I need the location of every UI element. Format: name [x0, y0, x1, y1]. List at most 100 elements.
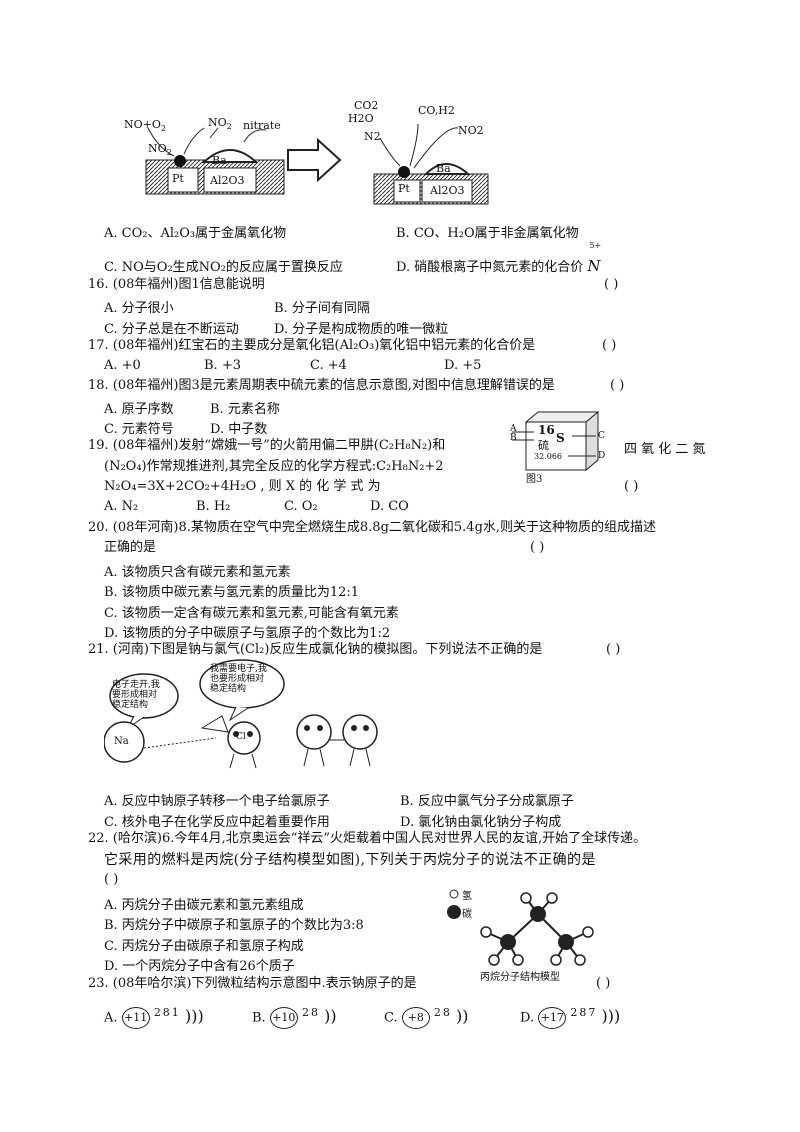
q23-stem: 23. (08年哈尔滨)下列微粒结构示意图中.表示钠原子的是 [88, 976, 417, 991]
q20-line-1: 20. (08年河南)8.某物质在空气中完全燃烧生成8.8g二氧化碳和5.4g水… [88, 520, 657, 535]
propane-model [447, 889, 594, 966]
q20-answer-bracket[interactable]: ( ) [530, 540, 545, 555]
q21-bubble-chlorine: 我需要电子,我也要形成相对稳定结构 [210, 664, 267, 694]
fig3-label-b: B [510, 433, 517, 443]
catalyst-figure [145, 123, 489, 205]
q16-option-a: A. 分子很小 [104, 301, 174, 316]
fig3-label-c: C [598, 431, 605, 441]
fig3-element-name: 硫 [538, 439, 549, 452]
fig15-pt: Pt [172, 172, 184, 185]
fig15-pt-right: Pt [398, 182, 410, 195]
q22-option-c: C. 丙烷分子由碳原子和氢原子构成 [104, 939, 304, 954]
q15-option-a: A. CO₂、Al₂O₃属于金属氧化物 [104, 226, 287, 241]
sodium-chlorine-cartoon [104, 659, 378, 769]
q17-option-a: A. +0 [104, 358, 141, 373]
q21-option-c: C. 核外电子在化学反应中起着重要作用 [104, 815, 330, 830]
q21-option-d: D. 氯化钠由氯化钠分子构成 [400, 815, 562, 830]
q22-option-a: A. 丙烷分子由碳元素和氢元素组成 [104, 898, 304, 913]
q23-option-d: D. +17 287 ))) [520, 1006, 620, 1029]
q20-option-a: A. 该物质只含有碳元素和氢元素 [104, 565, 291, 580]
q21-answer-bracket[interactable]: ( ) [606, 642, 621, 657]
propane-caption: 丙烷分子结构模型 [480, 972, 560, 983]
fig3-label-a: A [510, 424, 517, 434]
q18-answer-bracket[interactable]: ( ) [610, 378, 625, 393]
q18-option-c: C. 元素符号 [104, 422, 174, 437]
fig15-al2o3: Al2O3 [210, 174, 245, 187]
q17-answer-bracket[interactable]: ( ) [602, 338, 617, 353]
q23-option-c-label: C. [384, 1010, 398, 1026]
q19-line-1: 19. (08年福州)发射“嫦娥一号”的火箭用偏二甲肼(C₂H₈N₂)和 [88, 438, 446, 453]
q22-line-2: 它采用的燃料是丙烷(分子结构模型如图),下列关于丙烷分子的说法不正确的是 [104, 852, 596, 868]
q20-option-c: C. 该物质一定含有碳元素和氢元素,可能含有氧元素 [104, 606, 399, 621]
fig3-element-symbol: S [556, 431, 565, 445]
q23-option-d-label: D. [520, 1010, 535, 1026]
q17-option-d: D. +5 [444, 358, 482, 373]
q19-answer-bracket[interactable]: ( ) [624, 479, 639, 494]
q17-stem: 17. (08年福州)红宝石的主要成分是氧化铝(Al₂O₃)氧化铝中铝元素的化合… [88, 338, 536, 353]
fig15-ba-right: Ba [436, 162, 451, 175]
q19-option-b: B. H₂ [196, 499, 231, 514]
fig15-nitrate: nitrate [243, 119, 281, 132]
fig15-ba: Ba [212, 154, 227, 167]
q18-option-a: A. 原子序数 [104, 402, 174, 417]
q19-option-d: D. CO [370, 499, 409, 514]
q22-line-1: 22. (哈尔滨)6.今年4月,北京奥运会“祥云”火炬载着中国人民对世界人民的友… [88, 831, 647, 846]
q17-option-c: C. +4 [310, 358, 347, 373]
q19-line-2: (N₂O₄)作常规推进剂,其完全反应的化学方程式:C₂H₈N₂+2 [104, 459, 444, 474]
fig3-label-d: D [598, 451, 606, 461]
q20-option-b: B. 该物质中碳元素与氢元素的质量比为12:1 [104, 585, 360, 600]
q15-option-c: C. NO与O₂生成NO₂的反应属于置换反应 [104, 260, 343, 275]
q23-option-b-label: B. [252, 1010, 266, 1026]
q16-option-d: D. 分子是构成物质的唯一微粒 [274, 322, 449, 337]
q21-option-a: A. 反应中钠原子转移一个电子给氯原子 [104, 794, 330, 809]
q18-option-d: D. 中子数 [210, 422, 268, 437]
q19-option-c: C. O₂ [284, 499, 318, 514]
fig15-h2o: H2O [348, 112, 374, 125]
q17-option-b: B. +3 [204, 358, 241, 373]
q19-line-1-tail: 四 氧 化 二 氮 [624, 442, 706, 457]
q23-option-c: C. +8 28 )) [384, 1006, 469, 1029]
q23-option-a-nucleus: +11 [121, 1006, 150, 1029]
q21-chlorine-label: Cl [236, 732, 246, 742]
propane-legend-carbon: 碳 [462, 909, 472, 920]
fig15-al2o3-right: Al2O3 [430, 184, 465, 197]
q23-option-a-label: A. [104, 1010, 118, 1026]
q20-option-d: D. 该物质的分子中碳原子与氢原子的个数比为1:2 [104, 626, 391, 641]
q15-option-b: B. CO、H₂O属于非金属氧化物 [396, 226, 579, 241]
q21-option-b: B. 反应中氯气分子分成氯原子 [400, 794, 574, 809]
q19-option-a: A. N₂ [104, 499, 139, 514]
q15-option-d: D. 硝酸根离子中氮元素的化合价 5+ N [396, 241, 602, 275]
q18-stem: 18. (08年福州)图3是元素周期表中硫元素的信息示意图,对图中信息理解错误的… [88, 378, 555, 393]
q21-bubble-sodium: 电子走开,我要形成相对稳定结构 [112, 680, 160, 710]
nitrogen-symbol: N [587, 257, 601, 275]
q16-answer-bracket[interactable]: ( ) [604, 277, 619, 292]
q23-option-a: A. +11 281 ))) [104, 1006, 204, 1029]
q20-line-2: 正确的是 [104, 540, 157, 555]
q22-option-d: D. 一个丙烷分子中含有26个质子 [104, 959, 295, 974]
q21-stem: 21. (河南)下图是钠与氯气(Cl₂)反应生成氯化钠的模拟图。下列说法不正确的… [88, 642, 543, 657]
propane-legend-hydrogen: 氢 [462, 891, 472, 902]
valence-sup: 5+ [589, 241, 602, 250]
q23-answer-bracket[interactable]: ( ) [596, 976, 611, 991]
q22-answer-bracket[interactable]: ( ) [104, 872, 119, 887]
q23-option-b-nucleus: +10 [269, 1006, 298, 1029]
q16-stem: 16. (08年福州)图1信息能说明 [88, 277, 265, 292]
q23-option-d-nucleus: +17 [538, 1006, 567, 1029]
fig15-no2-right: NO2 [458, 124, 484, 137]
fig3-caption: 图3 [526, 474, 543, 485]
q22-option-b: B. 丙烷分子中碳原子和氢原子的个数比为3:8 [104, 918, 364, 933]
q16-option-c: C. 分子总是在不断运动 [104, 322, 239, 337]
q23-option-c-nucleus: +8 [401, 1006, 430, 1029]
fig15-co2: CO2 [354, 99, 379, 112]
fig15-no2-left: NO2 [148, 142, 172, 158]
fig15-coh2: CO,H2 [418, 104, 455, 117]
fig3-atomic-mass: 32.066 [534, 452, 562, 461]
q16-option-b: B. 分子间有同隔 [274, 301, 370, 316]
q23-option-b-shells: 28 [301, 1006, 320, 1019]
q23-option-c-shells: 28 [433, 1006, 452, 1019]
q23-option-d-shells: 287 [570, 1006, 598, 1019]
q23-option-a-shells: 281 [153, 1006, 181, 1019]
q23-option-b: B. +10 28 )) [252, 1006, 337, 1029]
q21-sodium-label: Na [114, 736, 129, 747]
sulfur-element-cube [512, 410, 600, 472]
